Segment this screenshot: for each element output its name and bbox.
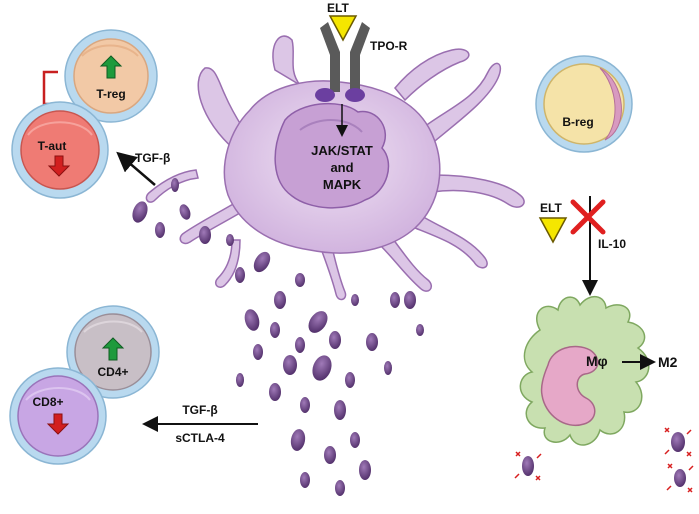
pathway-label-1: JAK/STAT — [311, 143, 373, 158]
tpo-receptor — [315, 22, 370, 102]
elt-label-side: ELT — [540, 201, 562, 215]
t-aut-cell — [11, 101, 109, 199]
tgf-beta-label-upper: TGF-β — [135, 151, 170, 165]
macrophage-nucleus — [540, 345, 599, 426]
elt-triangle-icon — [328, 15, 358, 42]
inhibition-bar-icon — [42, 70, 58, 106]
tpo-r-label: TPO-R — [370, 39, 408, 53]
up-arrow-icon — [101, 337, 125, 361]
elt-label-top: ELT — [327, 1, 349, 15]
up-arrow-icon — [99, 55, 123, 79]
t-aut-label: T-aut — [38, 139, 67, 153]
opsonized-platelets — [514, 427, 694, 493]
pathway-label-2: and — [330, 160, 353, 175]
macrophage-label: Mφ — [586, 353, 608, 369]
tgf-beta-label-lower: TGF-β — [182, 403, 217, 417]
platelets — [132, 178, 424, 496]
b-reg-cell — [535, 55, 633, 153]
il10-label: IL-10 — [598, 237, 626, 251]
megakaryocyte — [145, 35, 525, 301]
t-reg-label: T-reg — [96, 87, 125, 101]
pathway-label-3: MAPK — [323, 177, 362, 192]
down-arrow-icon — [46, 413, 70, 435]
block-x-icon — [570, 199, 606, 235]
cd4-label: CD4+ — [97, 365, 128, 379]
m2-label: M2 — [658, 354, 678, 370]
b-reg-label: B-reg — [562, 115, 593, 129]
macrophage — [519, 296, 650, 446]
cd8-label: CD8+ — [32, 395, 63, 409]
tgf-beta-arrow-upper — [116, 151, 156, 186]
down-arrow-icon — [47, 155, 71, 177]
elt-triangle-icon — [538, 217, 568, 244]
sctla4-label: sCTLA-4 — [175, 431, 225, 445]
